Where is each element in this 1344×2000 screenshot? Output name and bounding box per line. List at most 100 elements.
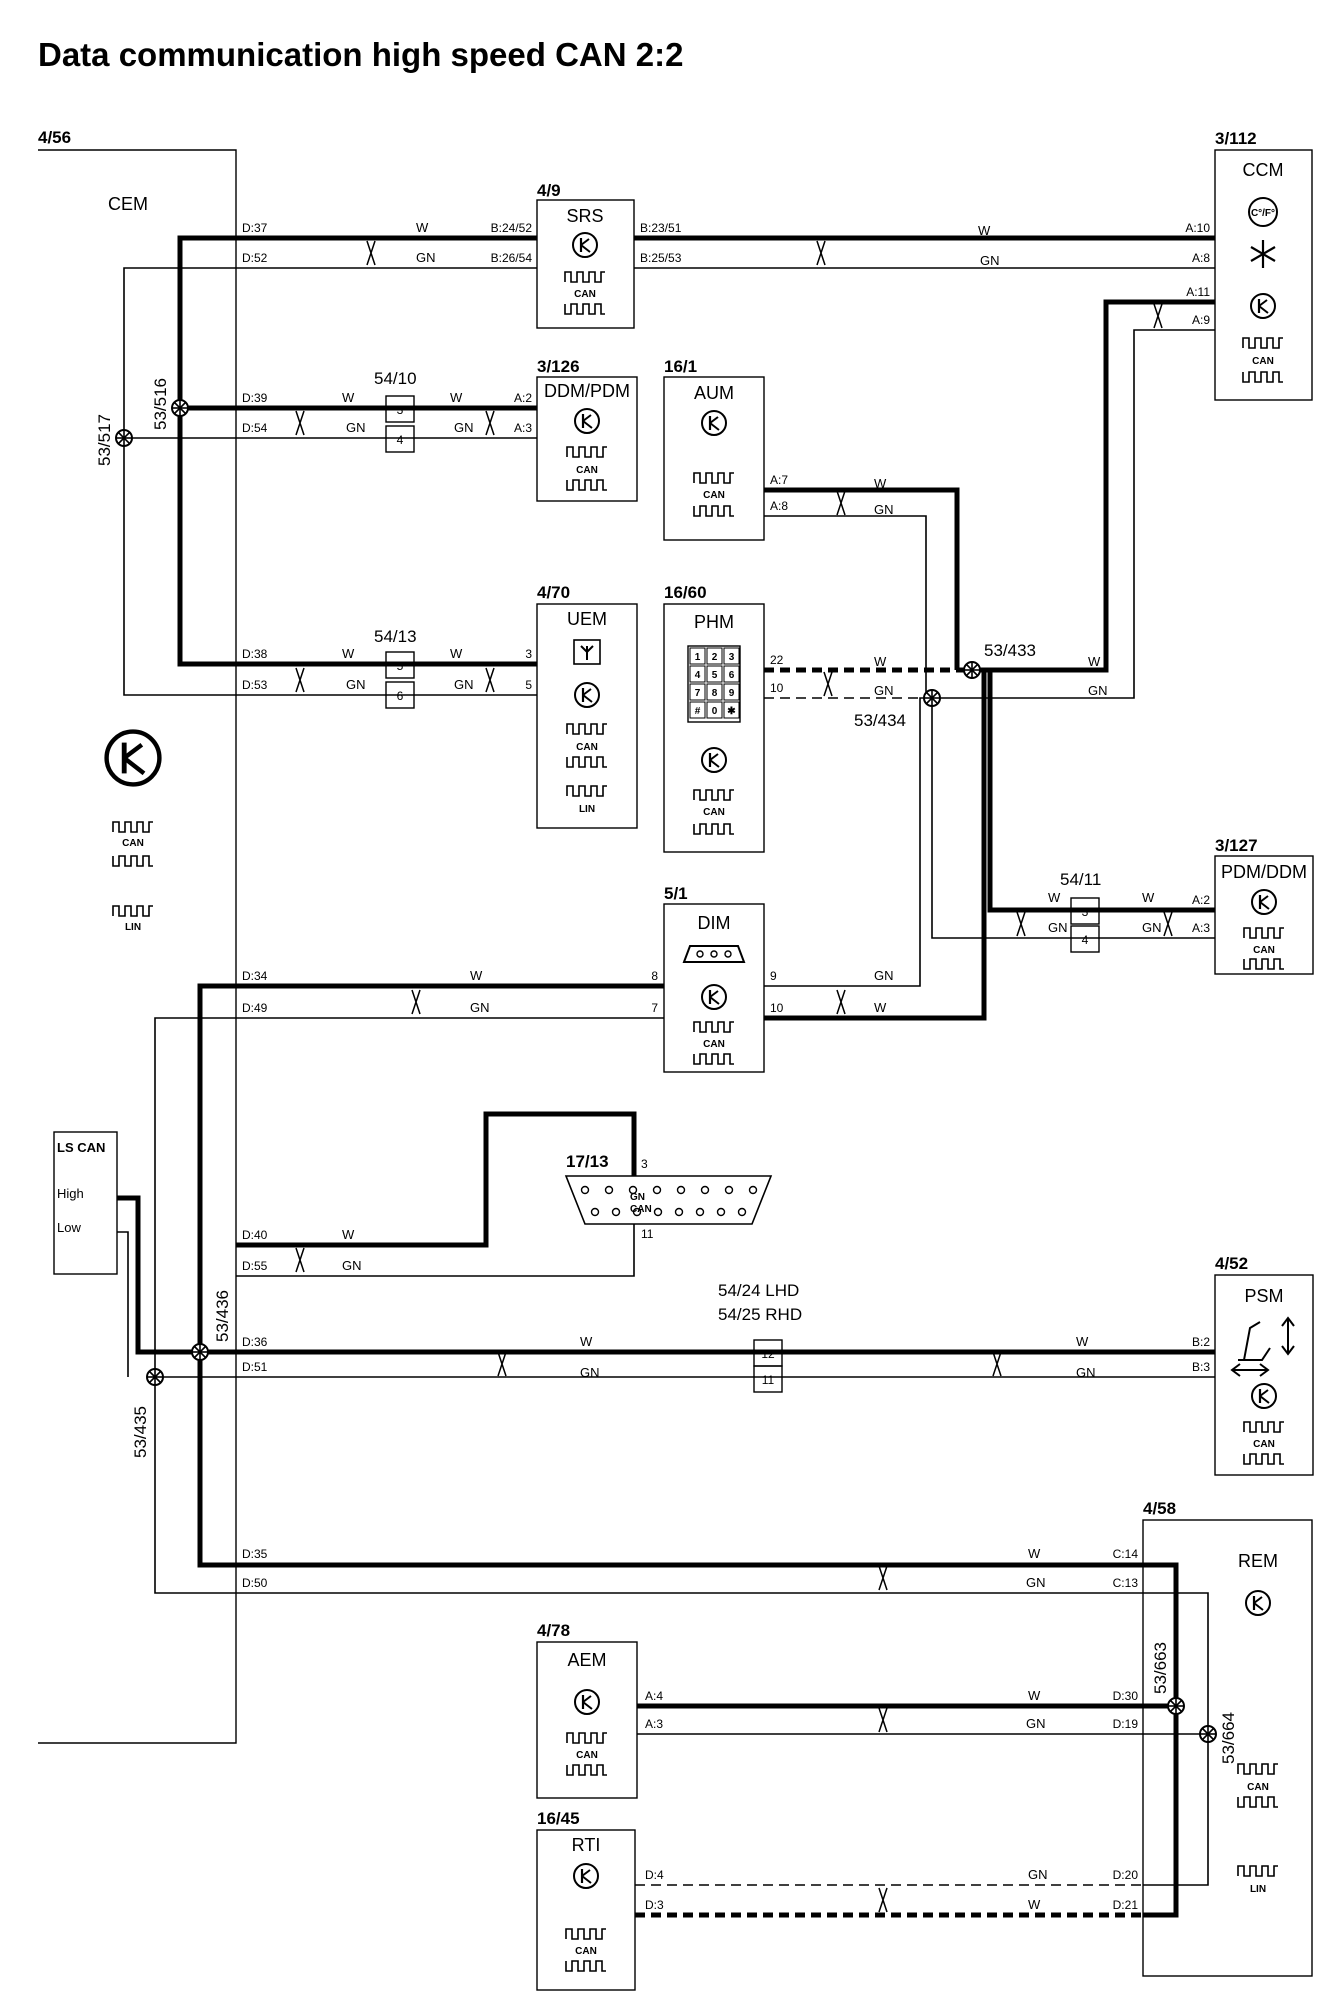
wire-color-label: W <box>416 220 429 235</box>
splice-points: 53/516 53/517 53/433 53/434 53/436 53/43… <box>95 378 1238 1764</box>
psm-seat-icon <box>1230 1316 1295 1377</box>
psm-can-signal-icon <box>1243 1421 1285 1433</box>
ccm-temperature-icon <box>1248 197 1278 227</box>
pin-label-pdm: A:3 <box>1192 921 1210 935</box>
pin-label-cem: D:51 <box>242 1360 268 1374</box>
rem-can-label: CAN <box>1247 1782 1269 1793</box>
dim-can-signal-icon <box>693 1021 735 1033</box>
aum-can-signal-icon <box>693 472 735 484</box>
cem-id: 4/56 <box>38 128 71 147</box>
ccm-snowflake-icon <box>1250 240 1276 268</box>
pin-label-rem: D:21 <box>1113 1898 1139 1912</box>
connector-54-24: 54/24 LHD 54/25 RHD 12 11 <box>718 1281 802 1393</box>
cem-can-signal-icon <box>112 821 154 833</box>
splice-53-435 <box>146 1368 164 1386</box>
phm-key: 7 <box>695 688 701 699</box>
pin-label-dlc: 3 <box>641 1157 648 1171</box>
wire-color-label: GN <box>342 1258 362 1273</box>
wire-color-label: GN <box>1048 920 1068 935</box>
connector-54-25-rhd: 54/25 RHD <box>718 1305 802 1324</box>
wire-color-label: GN <box>1028 1867 1048 1882</box>
aum-can-label: CAN <box>703 490 725 501</box>
dlc-can-label: CAN <box>630 1204 652 1215</box>
psm-module: 4/52 PSM CAN <box>1214 1254 1314 1476</box>
connector-54-13-id: 54/13 <box>374 627 417 646</box>
uem-antenna-glyph <box>580 645 594 660</box>
wire-color-label: W <box>580 1334 593 1349</box>
uem-can-signal-icon <box>566 723 608 735</box>
cem-module: 4/56 CEM CAN LIN <box>38 128 237 1744</box>
wire-color-label: GN <box>1026 1716 1046 1731</box>
pin-label-aum: A:7 <box>770 473 788 487</box>
pin-label-pdm: A:2 <box>1192 893 1210 907</box>
wires <box>117 235 1215 1918</box>
rti-id: 16/45 <box>537 1809 580 1828</box>
connector-54-24-pin-b: 11 <box>762 1373 775 1387</box>
splice-53-436 <box>191 1343 209 1361</box>
srs-can-signal-icon-low <box>564 303 606 315</box>
pin-label-rem: D:30 <box>1113 1689 1139 1703</box>
pin-label-cem: D:52 <box>242 251 268 265</box>
rti-name: RTI <box>572 1835 601 1855</box>
connector-54-13: 54/13 5 6 <box>374 627 417 709</box>
wire-color-label: W <box>342 390 355 405</box>
splice-53-435-label: 53/435 <box>131 1406 150 1458</box>
rti-module: 16/45 RTI CAN <box>536 1809 636 1991</box>
pin-label-uem: 3 <box>525 647 532 661</box>
phm-can-signal-icon <box>693 789 735 801</box>
wire-color-label: GN <box>580 1365 600 1380</box>
rem-lin-label: LIN <box>1250 1884 1266 1895</box>
wire-color-label: W <box>342 1227 355 1242</box>
pdm-ddm-transceiver-icon <box>1250 888 1278 916</box>
ddm-pdm-can-label: CAN <box>576 465 598 476</box>
dlc-pin <box>611 1207 621 1217</box>
psm-transceiver-icon <box>1250 1382 1278 1410</box>
cem-lin-label: LIN <box>125 922 141 933</box>
aum-name: AUM <box>694 383 734 403</box>
dlc-connector: 17/13 GN CAN <box>564 1152 773 1225</box>
phm-name: PHM <box>694 612 734 632</box>
lscan-low-label: Low <box>57 1220 81 1235</box>
ddm-pdm-id: 3/126 <box>537 357 580 376</box>
wire-color-label: GN <box>980 253 1000 268</box>
dlc-pin <box>590 1207 600 1217</box>
cem-transceiver-icon <box>107 732 160 785</box>
pdm-ddm-module: 3/127 PDM/DDM CAN <box>1214 836 1314 975</box>
rti-transceiver-icon <box>572 1862 600 1890</box>
uem-name: UEM <box>567 609 607 629</box>
rti-can-signal-icon-low <box>565 1960 607 1972</box>
psm-id: 4/52 <box>1215 1254 1248 1273</box>
ccm-can-signal-icon-low <box>1242 371 1284 383</box>
wire-color-label: W <box>342 646 355 661</box>
srs-can-label: CAN <box>574 289 596 300</box>
pin-label-cem: D:49 <box>242 1001 268 1015</box>
connector-54-10: 54/10 3 4 <box>374 369 417 453</box>
wire-color-label: W <box>1048 890 1061 905</box>
dlc-pin <box>700 1185 710 1195</box>
uem-can-label: CAN <box>576 742 598 753</box>
pin-label-dim_r: 10 <box>770 1001 784 1015</box>
pdm-ddm-can-label: CAN <box>1253 945 1275 956</box>
phm-key: 9 <box>729 688 735 699</box>
wire-color-label: W <box>978 223 991 238</box>
wire-color-labels: WGNWGNWGNWGNWGNWGNWGNWGNWGNWGNWGNWGNGNWW… <box>342 220 1162 1912</box>
dlc-pin <box>632 1207 642 1217</box>
dlc-pin <box>695 1207 705 1217</box>
aum-can-signal-icon-low <box>693 505 735 517</box>
phm-key: 4 <box>695 670 701 681</box>
wire-color-label: GN <box>454 677 474 692</box>
psm-can-signal-icon-low <box>1243 1453 1285 1465</box>
wire-color-label: W <box>1142 890 1155 905</box>
ddm-pdm-module: 3/126 DDM/PDM CAN <box>536 357 638 502</box>
aem-transceiver-icon <box>573 1688 601 1716</box>
wire-color-label: W <box>874 1000 887 1015</box>
wire-color-label: GN <box>874 968 894 983</box>
pin-label-dim_l: 7 <box>651 1001 658 1015</box>
pdm-ddm-id: 3/127 <box>1215 836 1258 855</box>
splice-53-664-label: 53/664 <box>1219 1712 1238 1764</box>
rem-can-signal-icon-low <box>1237 1796 1279 1808</box>
ccm-can-label: CAN <box>1252 356 1274 367</box>
aem-can-label: CAN <box>576 1750 598 1761</box>
wire-color-label: GN <box>1142 920 1162 935</box>
